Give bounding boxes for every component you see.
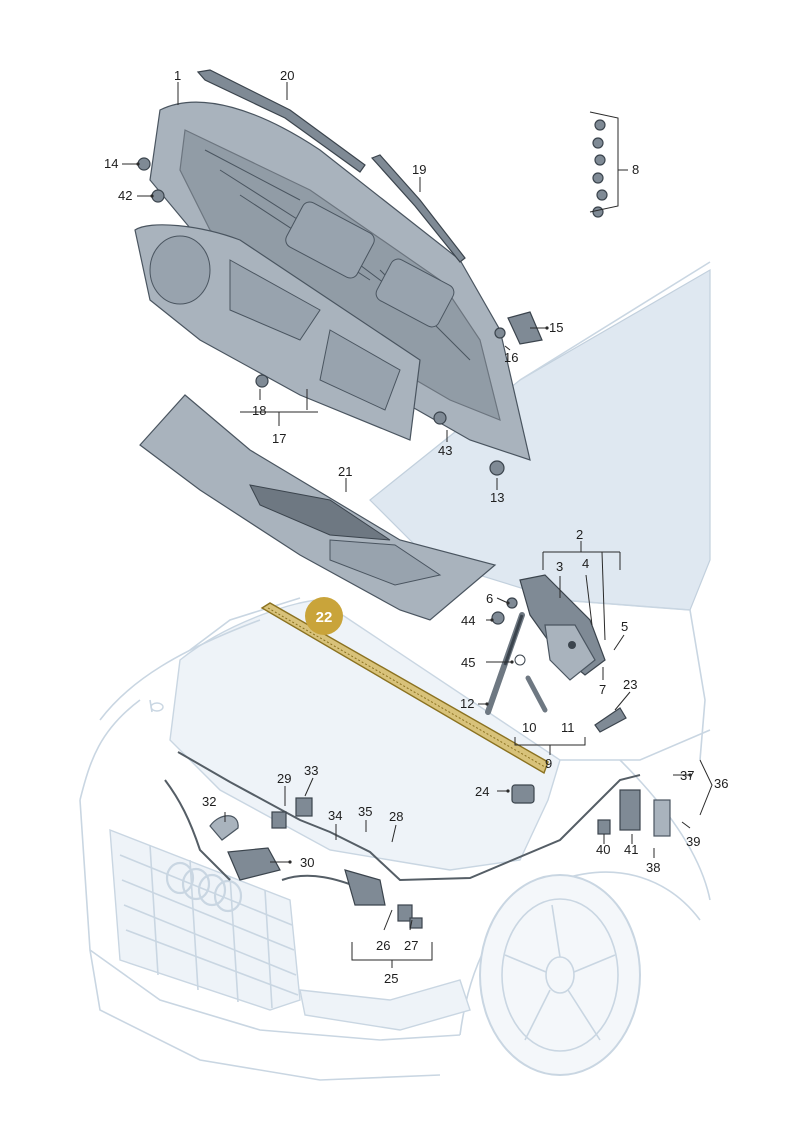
clip-27 xyxy=(409,917,423,929)
bracket-15 xyxy=(507,311,543,345)
callout-40[interactable]: 40 xyxy=(596,842,610,857)
fasteners-kit xyxy=(592,119,608,218)
callout-38[interactable]: 38 xyxy=(646,860,660,875)
plug-26 xyxy=(397,904,413,922)
callout-35[interactable]: 35 xyxy=(358,804,372,819)
callout-41[interactable]: 41 xyxy=(624,842,638,857)
callout-30[interactable]: 30 xyxy=(300,855,314,870)
grommet-14 xyxy=(137,157,151,171)
callout-17[interactable]: 17 xyxy=(272,431,286,446)
hood-insulation xyxy=(134,224,421,441)
callout-26[interactable]: 26 xyxy=(376,938,390,953)
clip-40 xyxy=(597,819,611,835)
headlight xyxy=(299,979,471,1031)
washer-45 xyxy=(514,654,526,666)
callout-15[interactable]: 15 xyxy=(549,320,563,335)
callout-24[interactable]: 24 xyxy=(475,784,489,799)
svg-text:22: 22 xyxy=(316,609,333,626)
sensor-38 xyxy=(653,799,671,837)
clip-16 xyxy=(494,327,506,339)
callout-arrow-dots xyxy=(136,162,692,864)
callout-20[interactable]: 20 xyxy=(280,68,294,83)
clip-18 xyxy=(255,374,269,388)
callout-13[interactable]: 13 xyxy=(490,490,504,505)
hood-seal-side xyxy=(370,154,466,263)
callout-21[interactable]: 21 xyxy=(338,464,352,479)
callout-43[interactable]: 43 xyxy=(438,443,452,458)
callout-42[interactable]: 42 xyxy=(118,188,132,203)
callout-12[interactable]: 12 xyxy=(460,696,474,711)
callout-3[interactable]: 3 xyxy=(556,559,563,574)
front-grille xyxy=(109,828,301,1011)
hood-lock xyxy=(511,784,535,804)
callout-27[interactable]: 27 xyxy=(404,938,418,953)
callout-11[interactable]: 11 xyxy=(561,720,575,735)
callout-29[interactable]: 29 xyxy=(277,771,291,786)
callout-19[interactable]: 19 xyxy=(412,162,426,177)
lock-actuator xyxy=(344,869,386,906)
hood-panel xyxy=(149,101,531,461)
callout-23[interactable]: 23 xyxy=(623,677,637,692)
highlight-badge-22[interactable]: 22 xyxy=(305,597,343,635)
callout-10[interactable]: 10 xyxy=(522,720,536,735)
sensor-41 xyxy=(619,789,641,831)
bracket-33 xyxy=(295,797,313,817)
callout-33[interactable]: 33 xyxy=(304,763,318,778)
bush-44 xyxy=(491,611,505,625)
bracket-23 xyxy=(594,707,627,733)
callout-25[interactable]: 25 xyxy=(384,971,398,986)
hood-hinge xyxy=(519,574,606,681)
callout-28[interactable]: 28 xyxy=(389,809,403,824)
callout-2[interactable]: 2 xyxy=(576,527,583,542)
callout-39[interactable]: 39 xyxy=(686,834,700,849)
callout-37[interactable]: 37 xyxy=(680,768,694,783)
callout-36[interactable]: 36 xyxy=(714,776,728,791)
buffer-43 xyxy=(433,411,447,425)
callout-1[interactable]: 1 xyxy=(174,68,181,83)
highlighted-seal-part-22[interactable] xyxy=(260,602,549,775)
front-wheel xyxy=(479,874,641,1076)
callout-4[interactable]: 4 xyxy=(582,556,589,571)
grommet-42 xyxy=(151,189,165,203)
callout-45[interactable]: 45 xyxy=(461,655,475,670)
callout-16[interactable]: 16 xyxy=(504,350,518,365)
callout-34[interactable]: 34 xyxy=(328,808,342,823)
callout-7[interactable]: 7 xyxy=(599,682,606,697)
plenum-panel-cover xyxy=(139,394,497,621)
buffer-13 xyxy=(489,460,505,476)
callout-8[interactable]: 8 xyxy=(632,162,639,177)
leader-lines xyxy=(122,82,713,968)
lock-lower xyxy=(227,847,281,881)
callout-44[interactable]: 44 xyxy=(461,613,475,628)
hood-seal-rear xyxy=(196,69,366,173)
callout-32[interactable]: 32 xyxy=(202,794,216,809)
bracket-29 xyxy=(271,811,287,829)
callout-18[interactable]: 18 xyxy=(252,403,266,418)
callout-14[interactable]: 14 xyxy=(104,156,118,171)
brand-logo-rings xyxy=(165,861,243,913)
callout-6[interactable]: 6 xyxy=(486,591,493,606)
callout-9[interactable]: 9 xyxy=(545,756,552,771)
callouts: 1 20 19 14 42 8 15 16 18 17 43 13 21 2 3… xyxy=(104,68,728,986)
callout-5[interactable]: 5 xyxy=(621,619,628,634)
release-handle xyxy=(209,815,239,841)
